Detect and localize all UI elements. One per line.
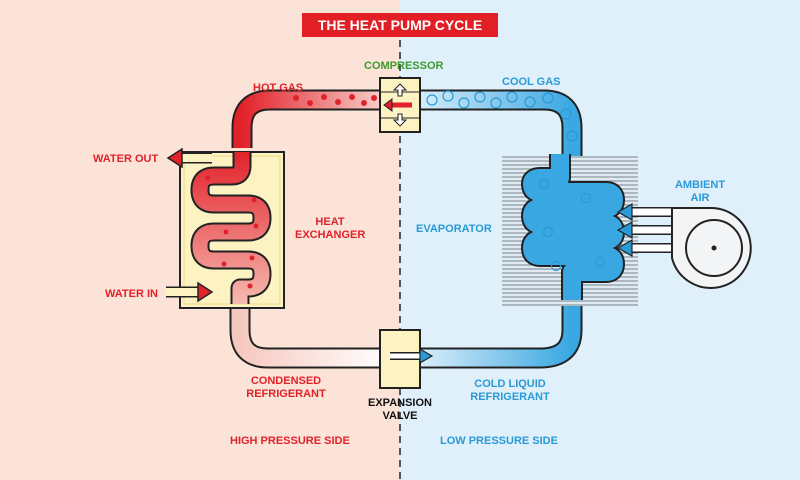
ambient-air-label-line2: AIR (690, 192, 710, 204)
high-pressure-side-label: HIGH PRESSURE SIDE (230, 435, 350, 447)
compressor-label: COMPRESSOR (364, 60, 444, 72)
cold-liquid-label-line1: COLD LIQUID (474, 378, 546, 390)
heat-exchanger-label-line2: EXCHANGER (295, 229, 366, 241)
cold-liquid-refrigerant-label: COLD LIQUID REFRIGERANT (460, 378, 560, 404)
hot-gas-label: HOT GAS (253, 82, 304, 94)
evaporator-label: EVAPORATOR (416, 223, 492, 235)
expansion-label-line1: EXPANSION (368, 397, 432, 409)
cool-gas-label: COOL GAS (502, 76, 561, 88)
expansion-label-line2: VALVE (382, 410, 418, 422)
condensed-refrigerant-label: CONDENSED REFRIGERANT (236, 375, 336, 401)
heat-exchanger-coil (192, 152, 270, 304)
cool-gas-pipe-outline (418, 89, 583, 160)
water-out-arrow-icon (166, 147, 183, 169)
condensed-label-line2: REFRIGERANT (246, 388, 326, 400)
ambient-air-label-line1: AMBIENT (674, 179, 726, 191)
expansion-valve-icon (379, 329, 434, 389)
hot-gas-pipe (233, 91, 384, 148)
evaporator-icon (523, 154, 623, 300)
water-in-label: WATER IN (105, 288, 158, 300)
heat-exchanger-label: HEAT EXCHANGER (295, 216, 365, 242)
heat-exchanger-label-line1: HEAT (315, 216, 345, 228)
ambient-air-label: AMBIENT AIR (668, 179, 732, 205)
expansion-valve-label: EXPANSION VALVE (360, 397, 440, 423)
cool-gas-bubbles (426, 90, 606, 272)
water-out-label: WATER OUT (93, 153, 159, 165)
cold-liquid-label-line2: REFRIGERANT (470, 391, 550, 403)
fan-icon (671, 207, 752, 289)
low-pressure-side-label: LOW PRESSURE SIDE (440, 435, 558, 447)
page-title: THE HEAT PUMP CYCLE (302, 13, 498, 37)
compressor-icon (379, 77, 421, 133)
hot-gas-particles (205, 94, 377, 289)
water-in-arrow-icon (197, 281, 214, 303)
condensed-label-line1: CONDENSED (250, 375, 322, 387)
ambient-air-arrows (616, 202, 676, 258)
